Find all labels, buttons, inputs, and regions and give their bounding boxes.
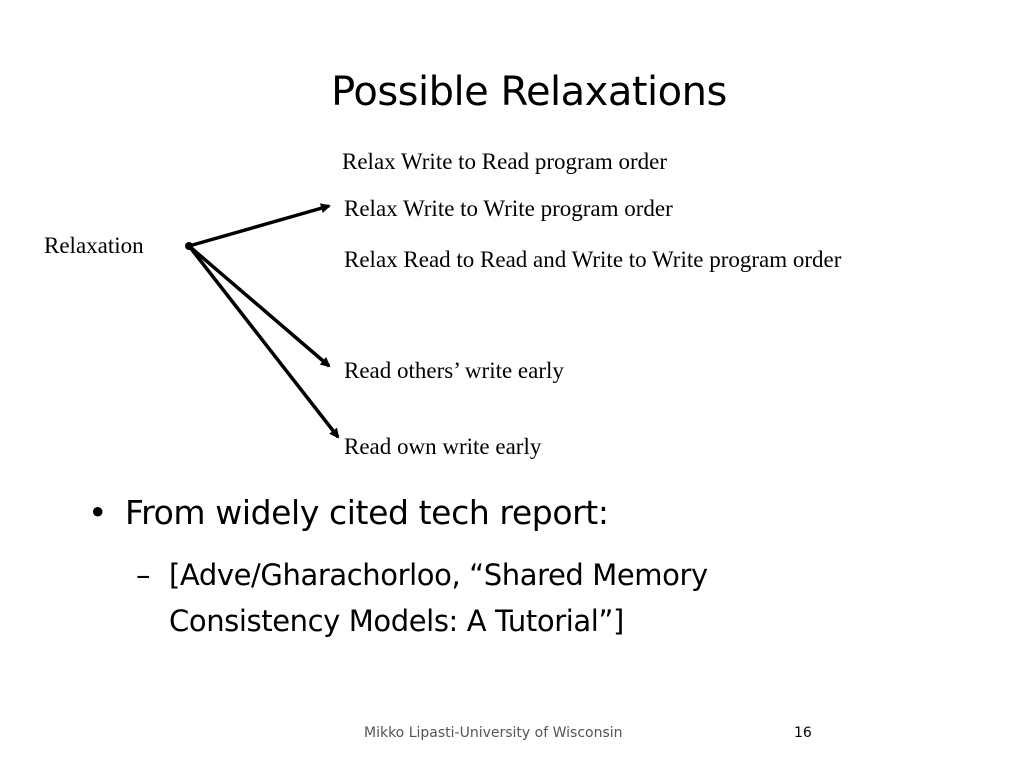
sub-bullet-line2: Consistency Models: A Tutorial”]	[169, 604, 624, 638]
branch-read-to-read-write-to-write: Relax Read to Read and Write to Write pr…	[344, 247, 842, 272]
branch-read-others-write-early: Read others’ write early	[344, 358, 564, 383]
arrow-to-read-own-write	[187, 244, 340, 439]
arrow-to-read-others-write	[187, 244, 331, 368]
footer-author: Mikko Lipasti-University of Wisconsin	[364, 725, 623, 741]
bullet-marker: •	[88, 493, 108, 532]
bullet-level1: • From widely cited tech report:	[88, 486, 609, 540]
branch-write-to-read: Relax Write to Read program order	[342, 149, 668, 174]
footer-page-number: 16	[794, 725, 812, 741]
diagram-root-label: Relaxation	[44, 233, 144, 258]
arrow-to-write-to-write	[188, 203, 331, 248]
sub-bullet-line1: [Adve/Gharachorloo, “Shared Memory	[169, 558, 708, 592]
bullet-level2: –[Adve/Gharachorloo, “Shared Memory Cons…	[136, 552, 708, 644]
branch-read-own-write-early: Read own write early	[344, 434, 542, 459]
page-title: Possible Relaxations	[331, 69, 727, 115]
branch-write-to-write: Relax Write to Write program order	[344, 196, 673, 221]
bullet-text: From widely cited tech report:	[125, 493, 609, 532]
sub-bullet-marker: –	[136, 558, 151, 592]
